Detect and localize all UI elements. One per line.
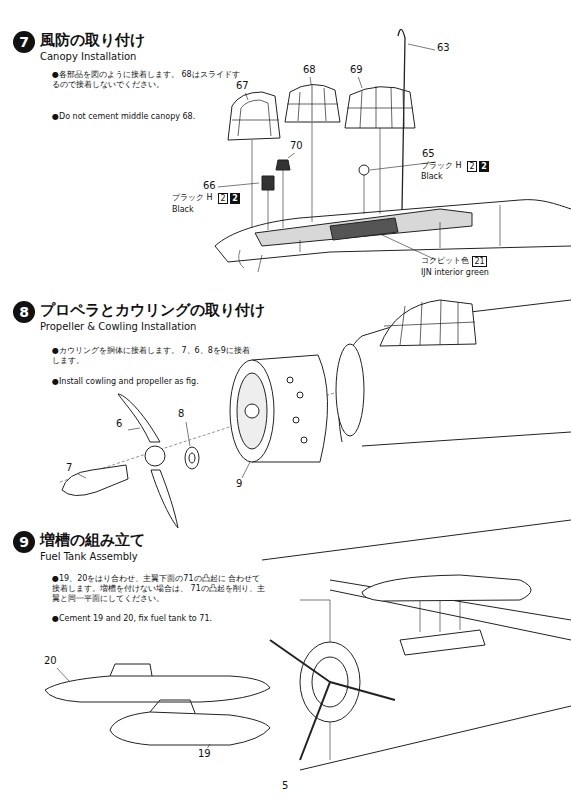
paint-code-box: 2 xyxy=(479,161,489,172)
note-text: IJN interior green xyxy=(421,268,489,278)
node-text: 2 xyxy=(469,163,474,171)
node-text: 21 xyxy=(474,258,484,266)
node-text: 2 xyxy=(481,163,487,171)
paint-code-box: 2 xyxy=(230,193,240,204)
step-number-circle: 9 xyxy=(13,531,35,553)
canopy-step-art xyxy=(215,29,571,272)
paint-code-box: 2 xyxy=(218,193,228,204)
callout-number: 67 xyxy=(236,80,249,93)
note-text: ブラック H xyxy=(172,193,213,203)
step-number-circle: 7 xyxy=(13,31,35,53)
callout-number: 6 xyxy=(116,418,122,431)
step-heading: 増槽の組み立て xyxy=(40,531,145,550)
step-heading: 風防の取り付け xyxy=(40,31,145,50)
note-text: Black xyxy=(421,172,443,182)
callout-number: 70 xyxy=(290,140,303,153)
note-text: ブラック H xyxy=(421,161,462,171)
node-text: 9 xyxy=(19,535,29,549)
node-text: 2 xyxy=(232,195,238,203)
note-text: Black xyxy=(172,205,194,215)
note-text: ●各部品を図のように接着します。 68はスライドするので接着しないでください。 xyxy=(52,70,242,90)
note-text: ●カウリングを胴体に接着します。 7、6、8を9に接着します。 xyxy=(52,346,252,366)
node-text: 7 xyxy=(19,35,29,49)
callout-number: 20 xyxy=(44,655,57,668)
node-text: 2 xyxy=(220,195,225,203)
step-heading: プロペラとカウリングの取り付け xyxy=(40,301,265,320)
note-text: Fuel Tank Assembly xyxy=(40,551,138,564)
paint-code-box: 21 xyxy=(472,256,487,267)
node-text: 8 xyxy=(19,305,29,319)
note-text: Propeller & Cowling Installation xyxy=(40,321,196,334)
callout-number: 69 xyxy=(350,64,363,77)
callout-number: 65 xyxy=(422,148,435,161)
propeller-step-art xyxy=(60,300,571,528)
callout-number: 8 xyxy=(178,408,184,421)
note-text: ●Do not cement middle canopy 68. xyxy=(52,112,195,122)
callout-number: 7 xyxy=(66,462,72,475)
callout-number: 9 xyxy=(236,478,242,491)
callout-number: 5 xyxy=(282,780,288,793)
callout-number: 68 xyxy=(303,64,316,77)
paint-code-box: 2 xyxy=(467,161,477,172)
note-text: ●Cement 19 and 20, fix fuel tank to 71. xyxy=(52,614,212,624)
step-number-circle: 8 xyxy=(13,301,35,323)
note-text: コクピット色 xyxy=(421,256,469,266)
note-text: ●Install cowling and propeller as fig. xyxy=(52,377,199,387)
callout-number: 19 xyxy=(198,748,211,761)
note-text: ●19、20をはり合わせ、主翼下面の71の凸起に 合わせて接着します。増槽を付け… xyxy=(52,574,267,604)
note-text: Canopy Installation xyxy=(40,51,136,64)
callout-number: 66 xyxy=(203,180,216,193)
callout-number: 63 xyxy=(437,42,450,55)
